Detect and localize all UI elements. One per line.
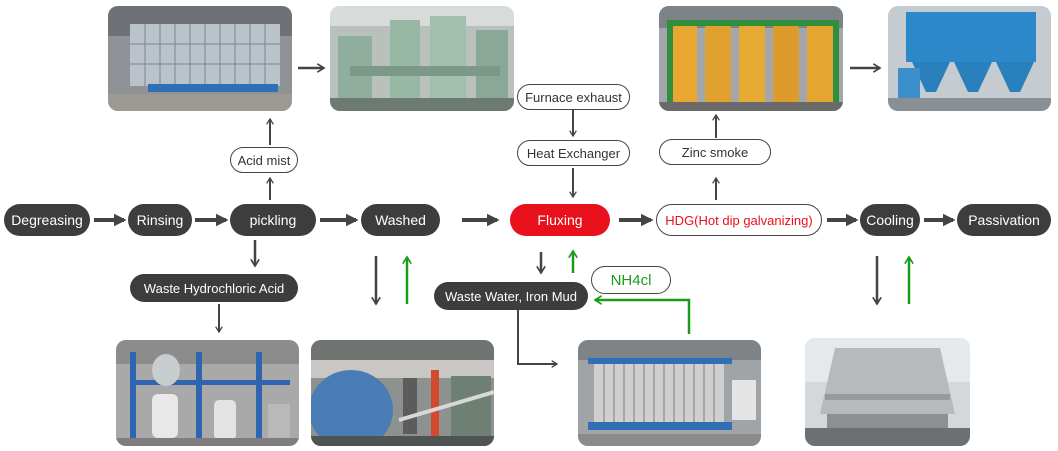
node-rinsing: Rinsing [128,204,192,236]
node-pickling: pickling [230,204,316,236]
node-degreasing: Degreasing [4,204,90,236]
node-cooling: Cooling [860,204,920,236]
node-passivation: Passivation [957,204,1051,236]
arrow-filter-press-waste-water [593,295,691,334]
node-washed: Washed [361,204,440,236]
node-acid-mist: Acid mist [230,147,298,173]
filter-press-photo [578,340,761,446]
wastewater-treatment-tank-photo [311,340,494,446]
zinc-kettle-enclosure-photo [659,6,843,111]
bag-filter-dust-collector-photo [888,6,1051,111]
cooling-tower-photo [805,338,970,446]
node-waste-hydrochloric-acid: Waste Hydrochloric Acid [130,274,298,302]
node-heat-exchanger: Heat Exchanger [517,140,630,166]
acid-regeneration-plant-photo [116,340,299,446]
arrow-waste-water-filter-press [517,308,559,368]
node-nh4cl: NH4cl [591,266,671,294]
node-zinc-smoke: Zinc smoke [659,139,771,165]
node-fluxing: Fluxing [510,204,610,236]
node-hdg: HDG(Hot dip galvanizing) [656,204,822,236]
acid-scrubber-tower-photo [330,6,514,111]
acid-mist-enclosure-photo [108,6,292,111]
node-waste-water-iron-mud: Waste Water, Iron Mud [434,282,588,310]
node-furnace-exhaust: Furnace exhaust [517,84,630,110]
